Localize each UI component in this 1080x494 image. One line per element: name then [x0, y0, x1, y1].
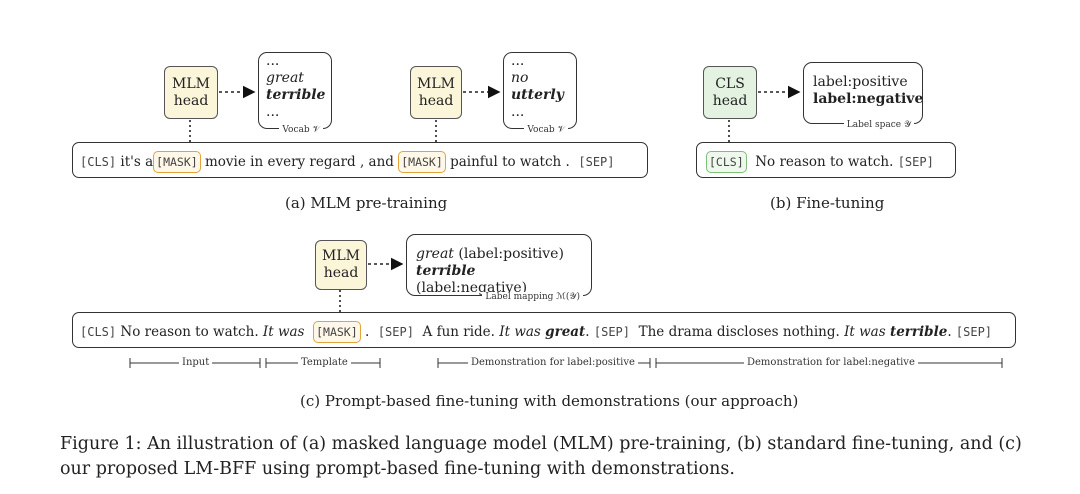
sep-token: [SEP]: [593, 325, 630, 339]
vocab-ellipsis-bottom: ...: [511, 104, 525, 120]
sep-token: [SEP]: [578, 155, 615, 169]
mask-token-1: [MASK]: [153, 151, 201, 173]
segment-label-template: Template: [298, 357, 351, 368]
input-text: No reason to watch.: [120, 324, 259, 340]
mapping-word: terrible: [416, 263, 476, 279]
figure-caption: Figure 1: An illustration of (a) masked …: [60, 434, 1022, 479]
head-label-line1: CLS: [715, 75, 745, 92]
label-mapping-caption: Label mapping ℳ(𝒴): [482, 292, 583, 303]
sep-token: [SEP]: [955, 325, 993, 339]
sentence-box-c: [72, 312, 1016, 348]
head-label-line2: head: [173, 92, 209, 109]
sep-token: [SEP]: [897, 155, 934, 169]
sentence-a: [CLS] it's a [MASK] movie in every regar…: [80, 151, 615, 173]
vocab-ellipsis-top: ...: [511, 53, 525, 69]
cls-token: [CLS]: [80, 155, 117, 169]
sep-token: [SEP]: [377, 325, 414, 339]
mlm-head-2: MLM head: [410, 66, 462, 119]
sentence-c: [CLS] No reason to watch. It was [MASK] …: [80, 321, 992, 343]
sentence-text: it's a: [120, 154, 154, 170]
caption-a: (a) MLM pre-training: [285, 194, 448, 212]
head-label-line1: MLM: [417, 75, 455, 92]
label-space-box: label:positive label:negative Label spac…: [803, 62, 924, 131]
label-mapping-box: great (label:positive) terrible (label:n…: [406, 234, 592, 303]
vocab-ellipsis-top: ...: [266, 53, 280, 69]
segment-label-input: Input: [179, 357, 213, 368]
cls-head: CLS head: [703, 66, 757, 119]
head-label-line2: head: [323, 265, 359, 281]
demo-positive-text: A fun ride.: [422, 324, 495, 340]
sentence-b: [CLS] No reason to watch. [SEP]: [706, 151, 934, 173]
demo-negative-word: terrible: [889, 324, 948, 340]
mask-token-2: [MASK]: [398, 151, 446, 173]
vocab-ellipsis-bottom: ...: [266, 104, 280, 120]
mapping-row-positive: great (label:positive): [416, 246, 591, 263]
mlm-head-1: MLM head: [164, 66, 218, 119]
vocab-box-1: ... great terrible ... Vocab 𝒱: [258, 52, 332, 136]
label-space-caption: Label space 𝒴: [843, 120, 914, 131]
vocab-box-2: ... no utterly ... Vocab 𝒱: [503, 52, 577, 136]
demo-negative-text: The drama discloses nothing.: [638, 324, 840, 340]
caption-c: (c) Prompt-based fine-tuning with demons…: [300, 392, 799, 410]
cls-token-highlighted: [CLS]: [706, 151, 747, 173]
sentence-text: No reason to watch.: [755, 154, 894, 170]
segment-label-demo-negative: Demonstration for label:negative: [744, 357, 918, 368]
vocab-word: no: [511, 70, 529, 86]
label-positive: label:positive: [813, 74, 908, 90]
vocab-caption: Vocab 𝒱: [279, 125, 323, 136]
label-negative: label:negative: [813, 91, 924, 107]
demo-positive-template: It was: [499, 324, 541, 340]
mlm-head-c: MLM head: [315, 240, 367, 290]
head-label-line1: MLM: [322, 248, 360, 264]
head-label-line2: head: [418, 92, 454, 109]
template-text: It was: [262, 324, 305, 340]
caption-b: (b) Fine-tuning: [770, 194, 885, 212]
sentence-text: painful to watch .: [450, 154, 570, 170]
vocab-caption: Vocab 𝒱: [524, 125, 568, 136]
head-label-line2: head: [712, 92, 748, 109]
sentence-text: movie in every regard , and: [205, 154, 394, 170]
head-label-line1: MLM: [172, 75, 210, 92]
cls-token: [CLS]: [80, 325, 117, 339]
template-dot: .: [364, 324, 370, 340]
segment-label-demo-positive: Demonstration for label:positive: [468, 357, 638, 368]
vocab-word: great: [266, 70, 304, 86]
mask-token: [MASK]: [313, 321, 361, 343]
demo-negative-dot: .: [947, 324, 952, 340]
demo-positive-dot: .: [585, 324, 590, 340]
demo-positive-word: great: [545, 324, 586, 340]
vocab-word: utterly: [511, 87, 564, 103]
mapping-label: (label:positive): [458, 246, 564, 262]
vocab-word: terrible: [266, 87, 326, 103]
demo-negative-template: It was: [844, 324, 886, 340]
mapping-word: great: [416, 246, 454, 262]
